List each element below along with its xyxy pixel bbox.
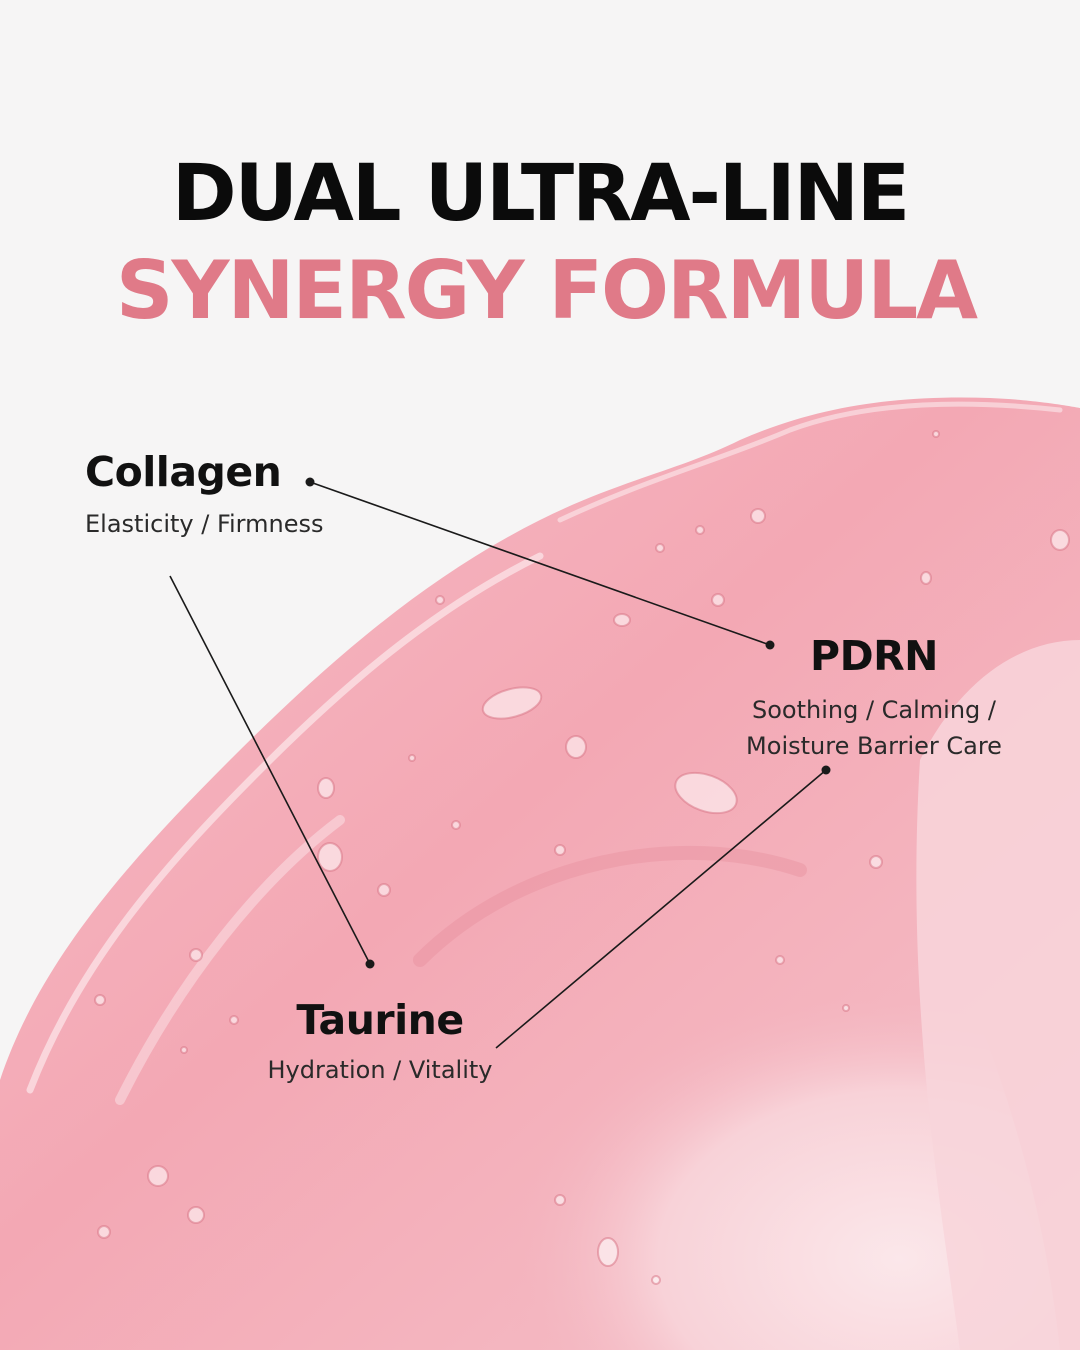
collagen-taurine-leader-line <box>169 575 371 965</box>
callout-leader-lines <box>169 481 827 1049</box>
collagen-leader-line <box>309 481 771 646</box>
ingredient-benefit-line-1: Soothing / Calming / <box>751 696 997 724</box>
ingredient-pdrn: PDRN Soothing / Calming / Moisture Barri… <box>738 632 1010 764</box>
ingredient-name: Collagen <box>85 448 282 496</box>
pdrn-dot <box>765 640 775 650</box>
gel-inner-swirl-2 <box>115 815 345 1105</box>
gel-rim-highlight <box>26 552 544 1094</box>
ingredient-benefit: Elasticity / Firmness <box>85 510 324 538</box>
bubbles <box>94 430 1070 1285</box>
ingredient-taurine: Taurine Hydration / Vitality <box>250 996 510 1088</box>
headline-line-1: DUAL ULTRA-LINE <box>171 149 910 239</box>
pdrn-lower-dot <box>821 765 831 775</box>
gel-inner-swirl <box>413 845 807 967</box>
taurine-dot <box>365 959 375 969</box>
gel-inner-plateau <box>330 843 1060 1350</box>
ingredient-benefit: Soothing / Calming / Moisture Barrier Ca… <box>738 692 1010 764</box>
gel-ridge-right <box>916 640 1080 1350</box>
callout-dots <box>305 477 831 969</box>
pdrn-taurine-leader-line <box>495 769 827 1049</box>
collagen-dot <box>305 477 315 487</box>
gel-rim-highlight-2 <box>557 401 1063 523</box>
ingredient-benefit: Hydration / Vitality <box>267 1056 493 1084</box>
ingredient-name: PDRN <box>810 632 938 680</box>
headline-line-2: SYNERGY FORMULA <box>115 244 978 337</box>
ingredient-name: Taurine <box>296 996 464 1044</box>
ingredient-benefit-line-2: Moisture Barrier Care <box>746 732 1002 760</box>
ingredient-collagen: Collagen Elasticity / Firmness <box>85 448 323 542</box>
